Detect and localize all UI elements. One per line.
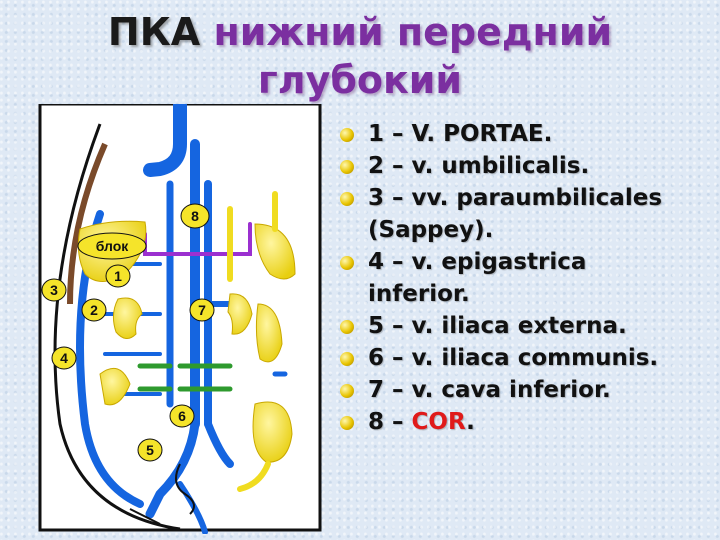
label-6-badge	[169, 404, 195, 428]
legend-text-6: 6 – v. iliaca communis.	[368, 345, 659, 371]
anastomoses	[137, 363, 233, 392]
bullet-icon	[340, 384, 354, 398]
iliac-vein-right	[204, 420, 234, 468]
portal-vessel-small	[175, 463, 195, 515]
legend-item-8: 8 – COR.	[336, 406, 716, 438]
abdominal-wall-outline	[53, 123, 181, 531]
legend-item-2: 2 – v. umbilicalis.	[336, 150, 716, 182]
bullet-icon	[340, 192, 354, 206]
label-3: 3	[50, 282, 58, 298]
legend-item-3: 3 – vv. paraumbilicales	[336, 182, 716, 214]
bullet-icon	[340, 160, 354, 174]
legend-text-cor: COR	[411, 409, 467, 435]
legend-text-8-end: .	[466, 409, 475, 435]
title-abbreviation: ПКА	[107, 10, 201, 54]
legend-item-4: 4 – v. epigastrica	[336, 246, 716, 278]
title-highlight: нижний передний	[213, 10, 613, 54]
bladder	[252, 401, 293, 463]
legend-text-8: 8 –	[368, 409, 412, 435]
label-8-badge	[180, 203, 210, 229]
legend-text-4b: inferior.	[368, 281, 470, 307]
label-block-badge	[77, 232, 147, 260]
bullet-icon	[340, 256, 354, 270]
legend-item-7: 7 – v. cava inferior.	[336, 374, 716, 406]
label-7: 7	[198, 302, 206, 318]
heart	[99, 367, 131, 406]
legend-item-1: 1 – V. PORTAE.	[336, 118, 716, 150]
label-8: 8	[191, 208, 199, 224]
diagram-labels: 8 блок 1 3 2 7 4 6 5	[41, 203, 215, 462]
legend-item-4-cont: inferior.	[336, 278, 716, 310]
legend-text-4: 4 – v. epigastrica	[368, 249, 587, 275]
legend-list: 1 – V. PORTAE. 2 – v. umbilicalis. 3 – v…	[336, 118, 716, 438]
legend-text-1: 1 – V. PORTAE.	[368, 121, 553, 147]
legend-text-7: 7 – v. cava inferior.	[368, 377, 611, 403]
label-7-badge	[189, 298, 215, 322]
page-title: ПКА нижний передний глубокий	[0, 8, 720, 104]
kidney-right	[227, 293, 253, 335]
artery-lines	[227, 191, 278, 492]
umbilical-cord	[67, 142, 108, 305]
label-3-badge	[41, 278, 67, 302]
legend-item-5: 5 – v. iliaca externa.	[336, 310, 716, 342]
label-5-badge	[137, 438, 163, 462]
label-6: 6	[178, 408, 186, 424]
legend-item-3-cont: (Sappey).	[336, 214, 716, 246]
label-5: 5	[146, 442, 154, 458]
bullet-icon	[340, 128, 354, 142]
label-4-badge	[51, 346, 77, 370]
title-line-2: глубокий	[257, 58, 463, 102]
label-2-badge	[81, 298, 107, 322]
iliac-small	[129, 508, 161, 525]
kidney-lower-right	[255, 303, 283, 363]
vena-cava-superior	[143, 104, 187, 177]
label-block: блок	[96, 238, 130, 254]
legend-item-6: 6 – v. iliaca communis.	[336, 342, 716, 374]
label-1: 1	[114, 268, 122, 284]
legend-text-5: 5 – v. iliaca externa.	[368, 313, 627, 339]
legend-text-2: 2 – v. umbilicalis.	[368, 153, 590, 179]
iliac-vein-left	[145, 419, 200, 519]
spleen	[254, 223, 296, 280]
bullet-icon	[340, 352, 354, 366]
external-iliac-vein	[177, 481, 208, 534]
label-2: 2	[90, 302, 98, 318]
bullet-icon	[340, 416, 354, 430]
label-4: 4	[60, 350, 68, 366]
bullet-icon	[340, 320, 354, 334]
legend-text-3: 3 – vv. paraumbilicales	[368, 185, 663, 211]
title-line-1: ПКА нижний передний	[0, 8, 720, 56]
legend-text-3b: (Sappey).	[368, 217, 494, 243]
label-1-badge	[105, 264, 131, 288]
artery-lower	[237, 461, 271, 492]
kidney-left	[112, 297, 143, 339]
portocaval-diagram: 8 блок 1 3 2 7 4 6 5	[38, 104, 322, 534]
